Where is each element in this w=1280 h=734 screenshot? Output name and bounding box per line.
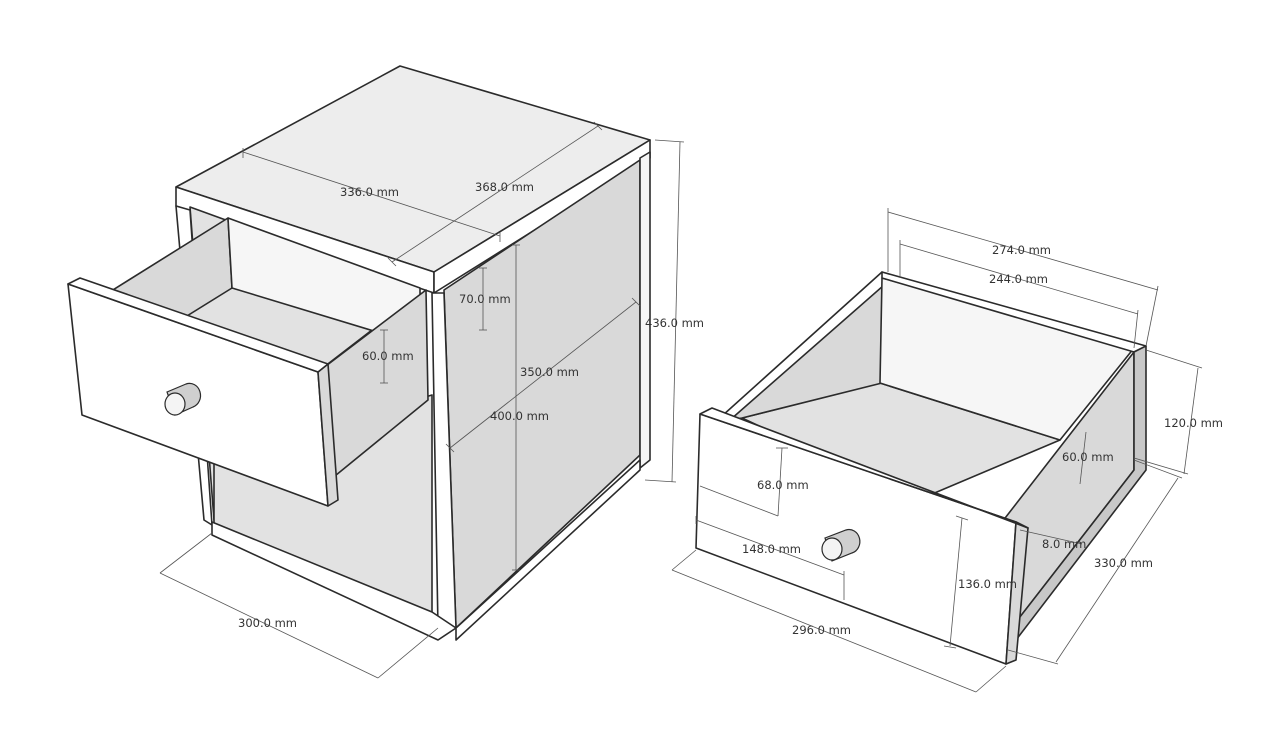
- drawer-inner-width-label: 244.0 mm: [989, 272, 1048, 286]
- cabinet-base-right: [455, 459, 641, 641]
- cabinet-right-side-edge: [639, 151, 651, 469]
- cabinet-top-width-label: 336.0 mm: [340, 185, 399, 199]
- cabinet-inner-height-label: 350.0 mm: [520, 365, 579, 379]
- drawer-front-top-edge: [67, 277, 329, 373]
- drawer-front-width-label: 296.0 mm: [792, 623, 851, 637]
- drawer-depth-label: 330.0 mm: [1094, 556, 1153, 570]
- cabinet-base-width-label: 300.0 mm: [238, 616, 297, 630]
- drawer-panel-thickness-label: 8.0 mm: [1042, 537, 1086, 551]
- cabinet-top-depth-label: 368.0 mm: [475, 180, 534, 194]
- drawer-outer-width-label: 274.0 mm: [992, 243, 1051, 257]
- cabinet-shelf-gap-label: 70.0 mm: [459, 292, 511, 306]
- cabinet-drawer: [67, 217, 429, 507]
- drawer-box-front-top: [699, 407, 1029, 529]
- drawer-front-height-label: 136.0 mm: [958, 577, 1017, 591]
- cabinet-drawing: 336.0 mm 368.0 mm 70.0 mm 60.0 mm 350.0 …: [67, 65, 704, 679]
- drawer-knob-icon: [164, 382, 202, 416]
- cabinet-drawer-side-height-label: 60.0 mm: [362, 349, 414, 363]
- drawer-side-height-label: 60.0 mm: [1062, 450, 1114, 464]
- cabinet-total-height-label: 436.0 mm: [645, 316, 704, 330]
- cabinet-dimension-lines: [159, 121, 685, 679]
- drawer-knob-offset-label: 148.0 mm: [742, 542, 801, 556]
- cabinet-side-depth-label: 400.0 mm: [490, 409, 549, 423]
- cabinet-bottom-panel: [211, 521, 457, 641]
- drawer-box-knob-icon: [821, 528, 861, 562]
- drawer-dimension-lines: [671, 208, 1203, 693]
- drawer-height-label: 120.0 mm: [1164, 416, 1223, 430]
- drawer-drawing: 274.0 mm 244.0 mm 120.0 mm 60.0 mm 68.0 …: [671, 208, 1223, 693]
- drawer-knob-height-label: 68.0 mm: [757, 478, 809, 492]
